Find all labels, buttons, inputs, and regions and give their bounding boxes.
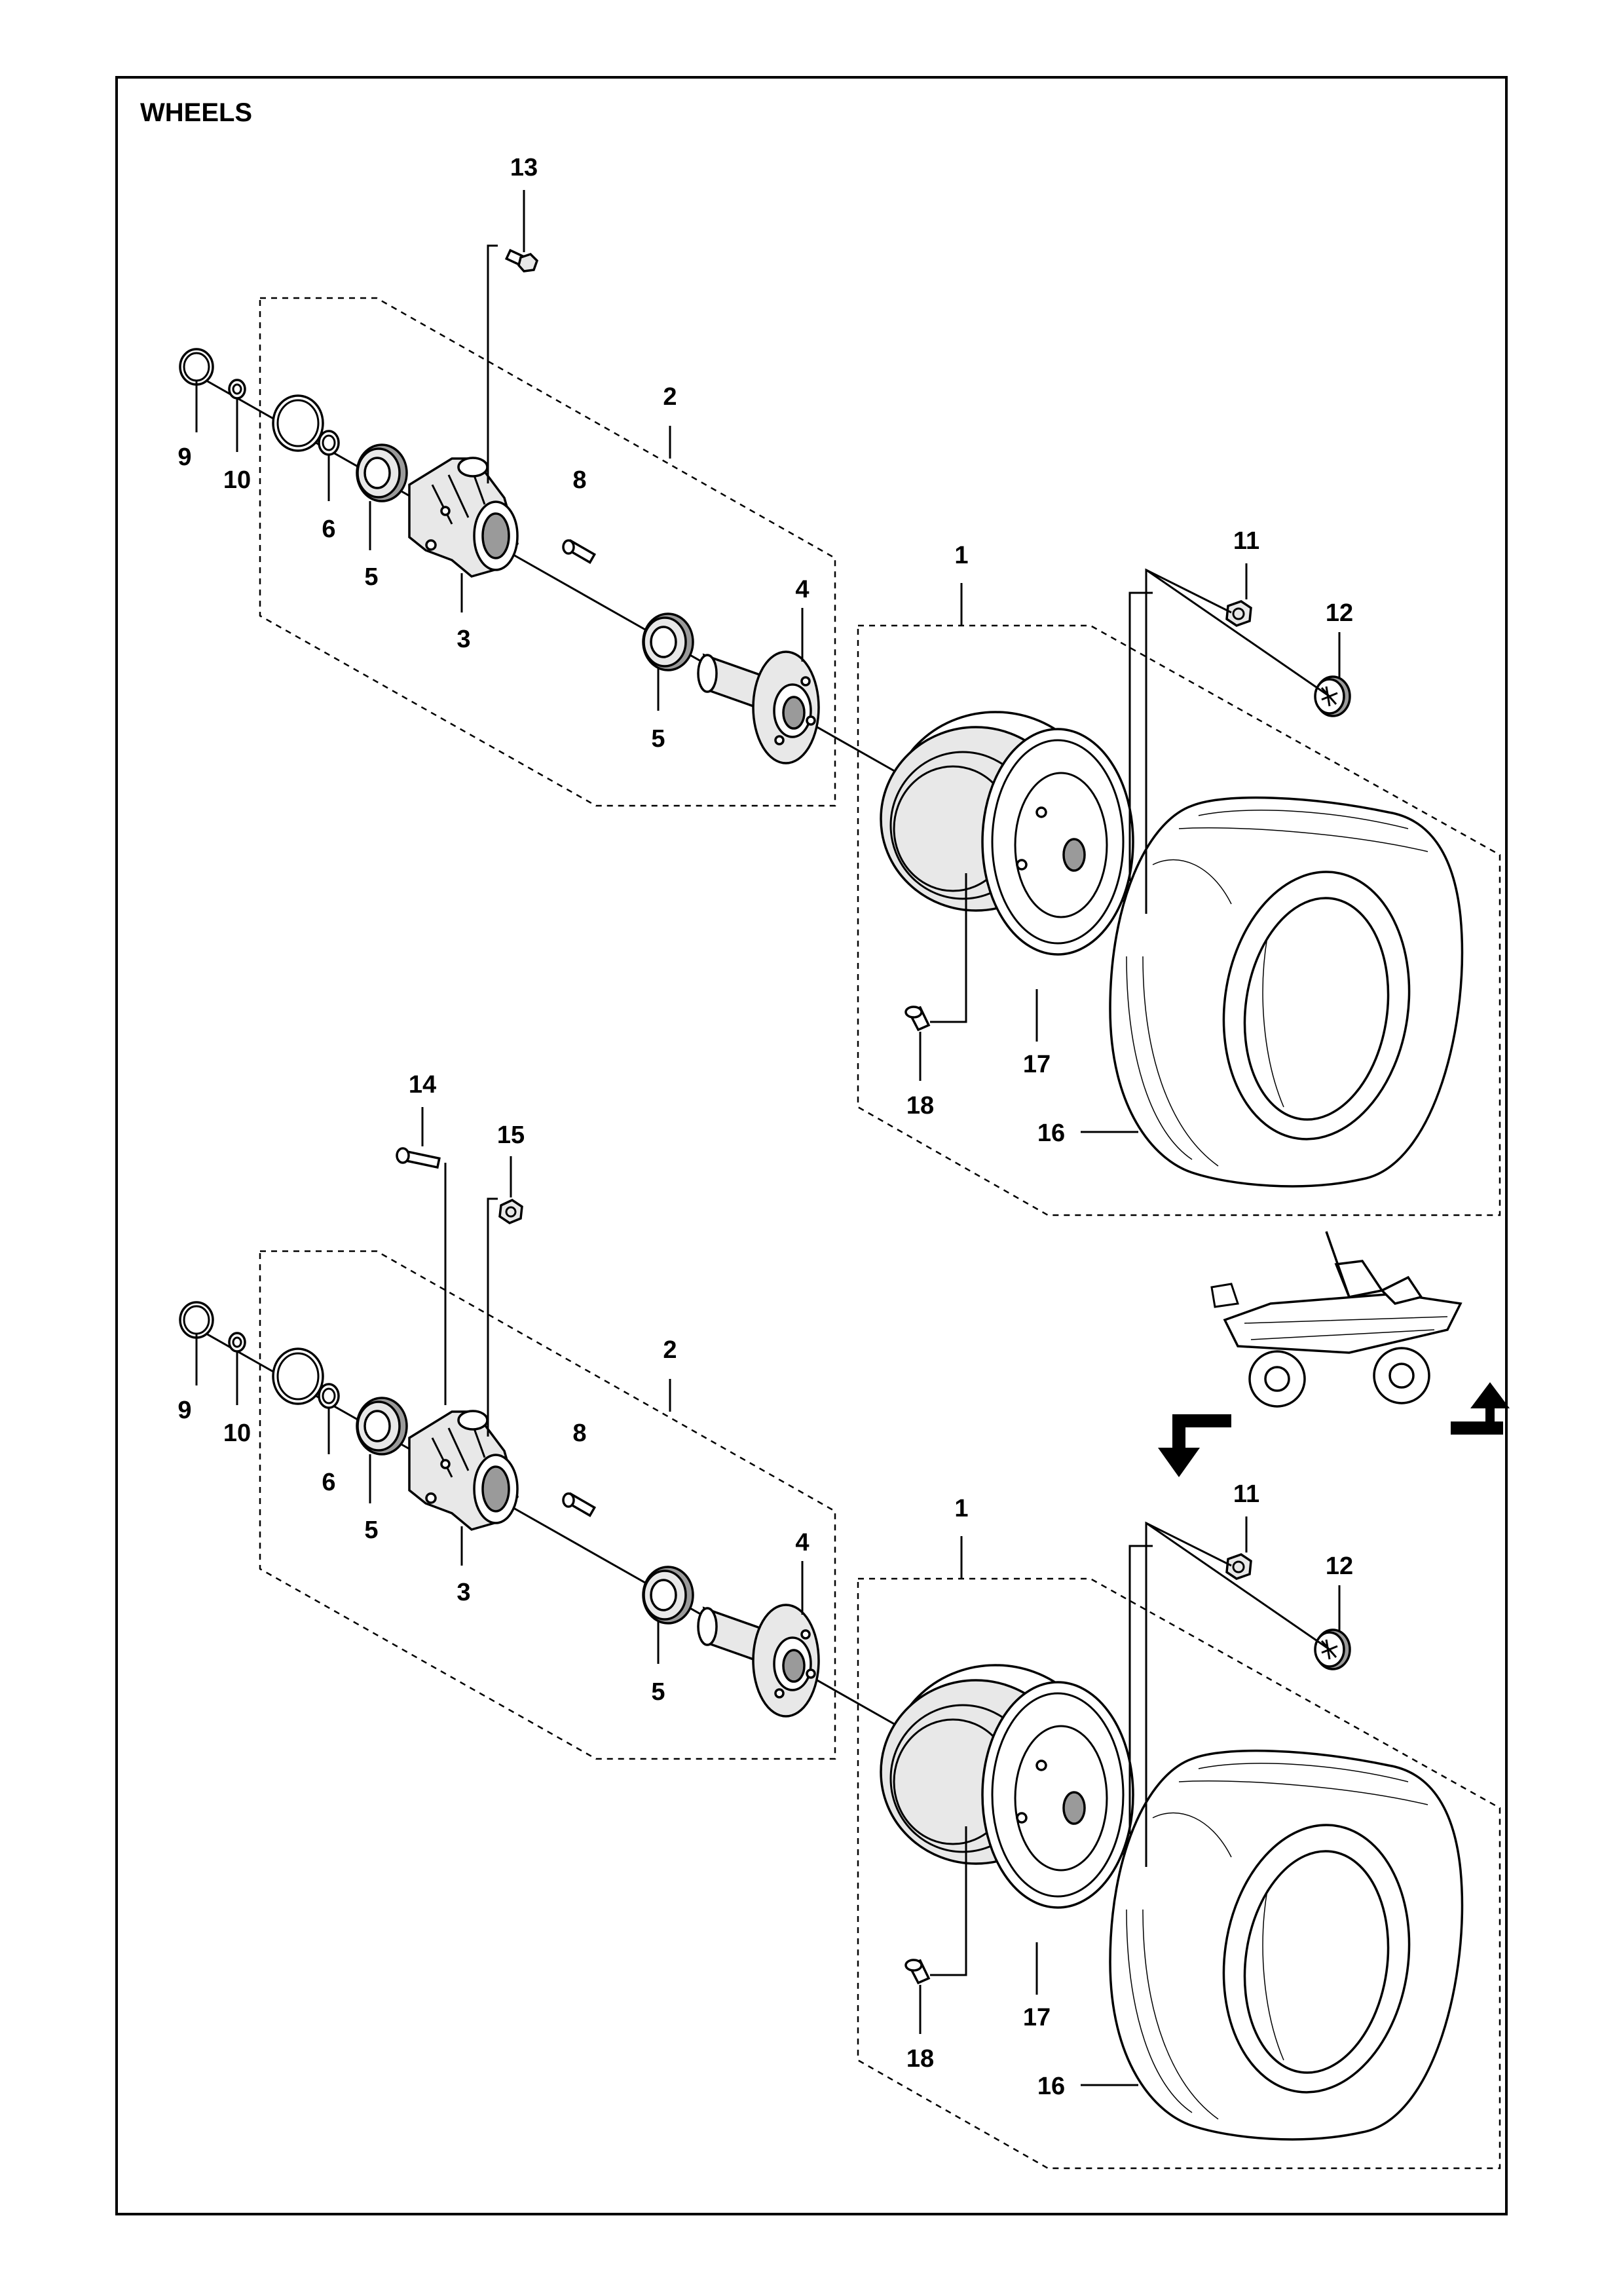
callout-3: 3: [456, 626, 470, 653]
bottom-callouts: 14 15 2 9 10 6 5 8 3 4 5 1 11 12 17 18 1…: [177, 1071, 1353, 2100]
callout-11: 11: [1233, 527, 1259, 555]
callout-5: 5: [651, 725, 665, 753]
flange-nut: [498, 1198, 523, 1224]
callout-3: 3: [456, 1579, 470, 1606]
callout-2: 2: [663, 383, 677, 411]
callout-12: 12: [1326, 1553, 1353, 1580]
callout-16: 16: [1037, 2073, 1065, 2100]
hub-bolt: [504, 248, 539, 273]
callout-6: 6: [322, 516, 335, 543]
page-title: WHEELS: [140, 98, 253, 127]
callout-13: 13: [510, 154, 538, 181]
callout-17: 17: [1023, 1051, 1051, 1078]
page-frame: [115, 76, 1508, 2215]
callout-5: 5: [364, 563, 378, 591]
arrow-down-left-icon: [1158, 1414, 1231, 1477]
callout-18: 18: [906, 2045, 934, 2073]
callout-11: 11: [1233, 1480, 1259, 1508]
callout-10: 10: [223, 1420, 251, 1447]
callout-17: 17: [1023, 2004, 1051, 2031]
callout-2: 2: [663, 1336, 677, 1364]
callout-1: 1: [954, 1495, 968, 1522]
top-callouts: 13 2 9 10 6 5 8 3 4 5 1 11 12 17 18 16: [177, 154, 1353, 1147]
callout-10: 10: [223, 466, 251, 494]
callout-5: 5: [364, 1516, 378, 1544]
callout-6: 6: [322, 1469, 335, 1496]
callout-8: 8: [572, 466, 586, 494]
bottom-wheel-assembly: [179, 1107, 1510, 2170]
top-wheel-assembly: [179, 190, 1501, 1216]
callout-9: 9: [177, 443, 191, 471]
callout-15: 15: [497, 1121, 525, 1149]
callout-1: 1: [954, 542, 968, 569]
callout-4: 4: [795, 1529, 809, 1556]
arrow-up-right-icon: [1451, 1382, 1510, 1435]
callout-4: 4: [795, 576, 809, 603]
callout-8: 8: [572, 1420, 586, 1447]
long-bolt: [396, 1147, 441, 1169]
callout-18: 18: [906, 1092, 934, 1120]
callout-12: 12: [1326, 599, 1353, 627]
callout-16: 16: [1037, 1120, 1065, 1147]
callout-5: 5: [651, 1678, 665, 1706]
riding-mower-icon: [1210, 1231, 1463, 1408]
callout-9: 9: [177, 1397, 191, 1424]
callout-14: 14: [409, 1071, 436, 1099]
